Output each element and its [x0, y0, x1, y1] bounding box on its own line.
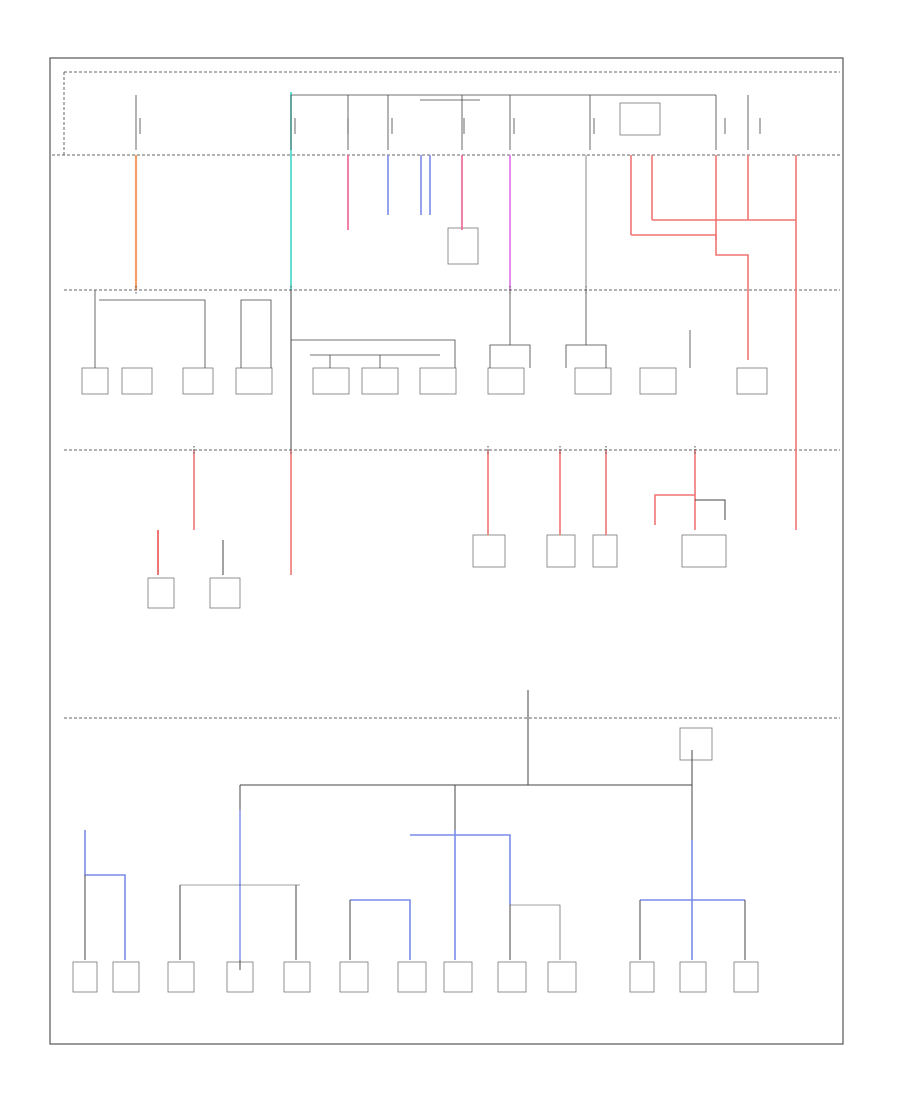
diagram-frame — [49, 57, 844, 1045]
component-box-11 — [574, 367, 612, 395]
component-box-31 — [629, 961, 655, 993]
component-box-25 — [283, 961, 311, 993]
wire-59 — [654, 494, 695, 525]
wire-40 — [240, 299, 272, 368]
component-box-12 — [639, 367, 677, 395]
component-box-23 — [167, 961, 195, 993]
component-box-20 — [679, 727, 713, 761]
component-box-9 — [419, 367, 457, 395]
wire-42 — [291, 339, 456, 368]
component-box-30 — [547, 961, 577, 993]
component-box-3 — [81, 367, 109, 395]
component-box-17 — [546, 534, 576, 568]
component-box-6 — [235, 367, 273, 395]
component-box-10 — [487, 367, 525, 395]
component-box-5 — [182, 367, 214, 395]
component-box-32 — [679, 961, 707, 993]
component-box-19 — [681, 534, 727, 568]
component-box-2 — [447, 227, 479, 265]
component-box-27 — [397, 961, 427, 993]
component-box-21 — [72, 961, 98, 993]
component-box-8 — [361, 367, 399, 395]
wire-60 — [695, 499, 726, 520]
component-box-16 — [472, 534, 506, 568]
wire-15 — [631, 234, 749, 360]
wire-39 — [99, 299, 206, 368]
wire-74 — [410, 834, 511, 905]
wire-79 — [510, 904, 561, 960]
component-box-22 — [112, 961, 140, 993]
component-box-26 — [339, 961, 369, 993]
wire-46 — [489, 290, 511, 368]
wire-47 — [510, 344, 531, 368]
wire-48 — [565, 290, 587, 368]
component-box-4 — [121, 367, 153, 395]
component-box-33 — [733, 961, 759, 993]
component-box-15 — [209, 577, 241, 609]
component-box-1 — [619, 102, 661, 136]
component-box-14 — [147, 577, 175, 609]
component-box-13 — [736, 367, 768, 395]
component-box-29 — [497, 961, 527, 993]
wire-68 — [84, 830, 126, 960]
component-box-18 — [592, 534, 618, 568]
component-box-28 — [443, 961, 473, 993]
wire-49 — [586, 344, 607, 368]
component-box-7 — [312, 367, 350, 395]
wire-76 — [350, 899, 411, 960]
